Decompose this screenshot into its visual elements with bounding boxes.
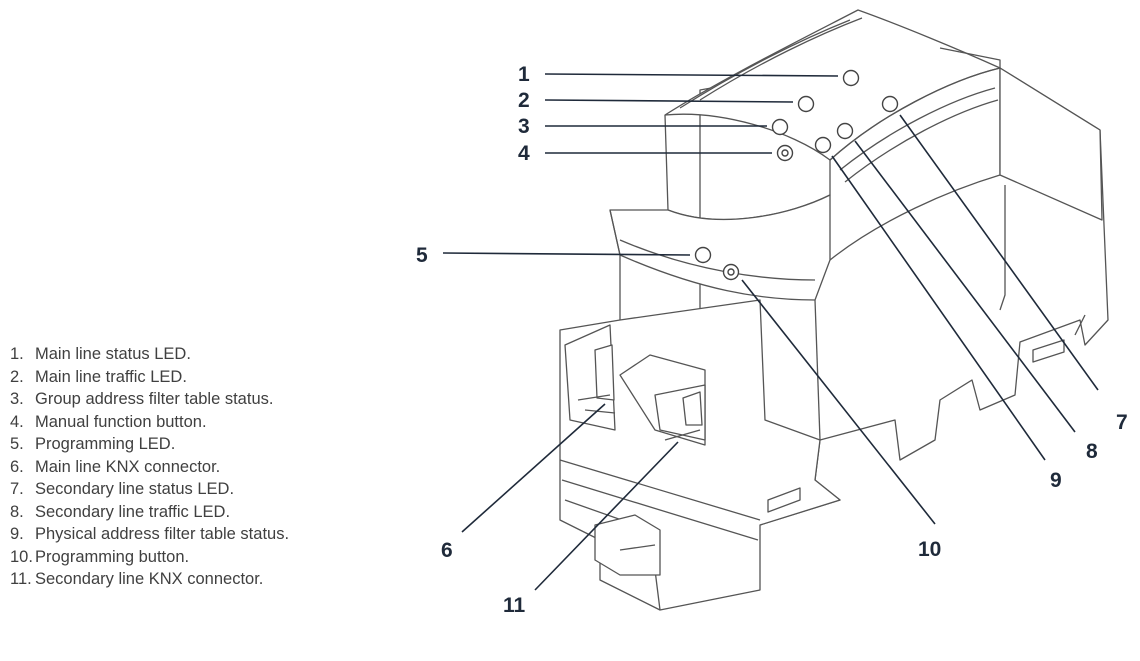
callout-1: 1 <box>518 63 530 86</box>
legend-item: 6.Main line KNX connector. <box>10 457 221 476</box>
led-indicators <box>694 69 899 281</box>
callout-7: 7 <box>1116 411 1128 434</box>
main-line-traffic-led-icon <box>797 95 815 113</box>
component-legend: 1.Main line status LED. 2.Main line traf… <box>10 343 289 591</box>
legend-item: 5.Programming LED. <box>10 435 176 453</box>
leader-line-1 <box>544 73 839 77</box>
callout-numbers: 1 2 3 4 5 6 7 8 9 10 11 <box>416 63 1128 617</box>
legend-item: 10.Programming button. <box>10 547 190 566</box>
callout-6: 6 <box>441 539 453 562</box>
leader-line-11 <box>534 441 679 591</box>
legend-item: 8.Secondary line traffic LED. <box>10 502 231 521</box>
secondary-line-traffic-led-icon <box>836 122 854 140</box>
callout-8: 8 <box>1086 440 1098 463</box>
legend-item: 7.Secondary line status LED. <box>10 480 235 498</box>
leader-lines <box>442 73 1099 591</box>
callout-11: 11 <box>503 594 526 617</box>
legend-item: 9.Physical address filter table status. <box>10 525 290 543</box>
legend-item: 3.Group address filter table status. <box>10 390 274 408</box>
manual-function-button-dot-icon <box>781 149 789 157</box>
leader-line-6 <box>461 403 606 533</box>
callout-2: 2 <box>518 89 530 112</box>
callout-3: 3 <box>518 115 530 138</box>
physical-address-filter-led-icon <box>814 136 832 154</box>
leader-line-9 <box>831 155 1046 461</box>
callout-10: 10 <box>918 538 941 561</box>
secondary-line-status-led-icon <box>881 95 899 113</box>
leader-line-2 <box>544 99 794 103</box>
leader-line-8 <box>854 140 1076 433</box>
programming-button-dot-icon <box>727 268 735 276</box>
legend-item: 11.Secondary line KNX connector. <box>10 570 264 588</box>
main-line-status-led-icon <box>842 69 860 87</box>
leader-line-10 <box>741 279 936 525</box>
callout-5: 5 <box>416 244 428 267</box>
callout-4: 4 <box>518 142 530 165</box>
device-housing-drawing <box>559 9 1109 611</box>
leader-line-5 <box>442 252 691 256</box>
leader-line-7 <box>899 114 1099 391</box>
callout-9: 9 <box>1050 469 1062 492</box>
legend-item: 2.Main line traffic LED. <box>10 367 187 386</box>
group-address-filter-led-icon <box>771 118 789 136</box>
legend-item: 4.Manual function button. <box>10 412 207 431</box>
programming-led-icon <box>694 246 712 264</box>
legend-item: 1.Main line status LED. <box>10 345 191 363</box>
